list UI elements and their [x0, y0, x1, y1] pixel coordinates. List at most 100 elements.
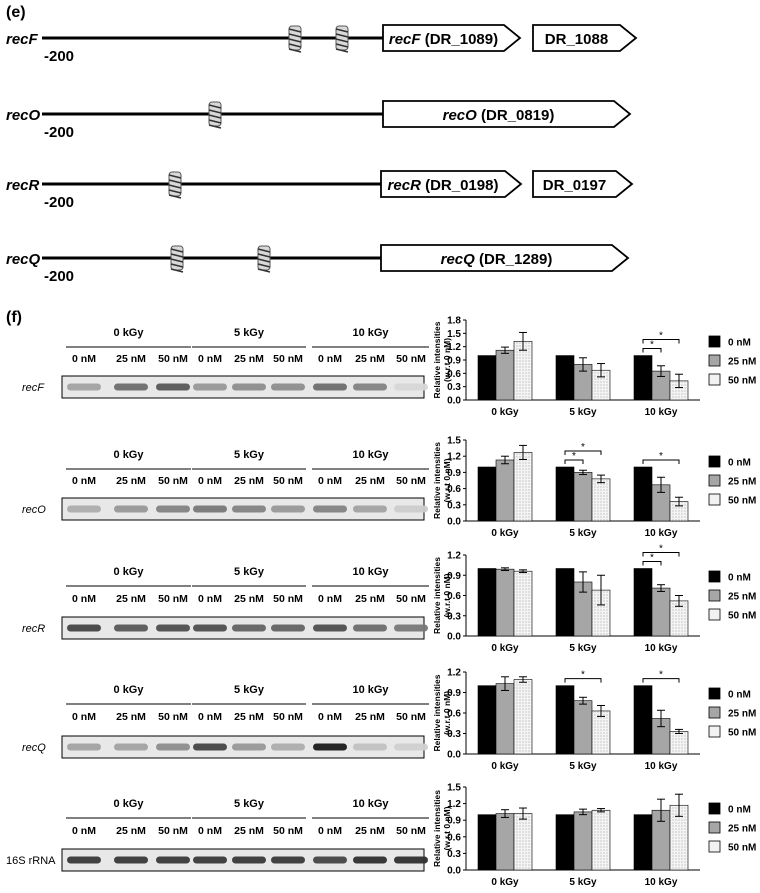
binding-site-icon — [170, 245, 184, 273]
binding-site-stripe — [335, 33, 349, 38]
concentration-label: 25 nM — [234, 593, 264, 605]
y-tick-label: 0.9 — [447, 816, 461, 827]
dose-label: 10 kGy — [352, 798, 389, 810]
binding-site-stripe — [170, 263, 184, 268]
concentration-label: 50 nM — [396, 825, 426, 837]
concentration-label: 25 nM — [116, 825, 146, 837]
significance-bracket — [564, 678, 602, 683]
y-tick-label: 0.3 — [447, 382, 461, 393]
legend-label: 50 nM — [728, 611, 756, 622]
concentration-label: 0 nM — [72, 825, 96, 837]
gene-arrow-box — [532, 170, 634, 198]
concentration-label: 25 nM — [234, 711, 264, 723]
bar — [633, 814, 653, 871]
legend-swatch — [708, 354, 721, 367]
dose-label: 10 kGy — [352, 566, 389, 578]
gene-symbol: recF — [389, 31, 422, 48]
gene-arrow-label: recF (DR_1089) — [389, 31, 498, 48]
blot-band — [353, 383, 387, 391]
legend-label: 0 nM — [728, 690, 751, 701]
blot-band — [271, 505, 305, 513]
binding-site-stripe — [335, 38, 349, 43]
y-tick-label: 0.3 — [447, 849, 461, 860]
blot-band — [232, 505, 266, 513]
x-category-label: 0 kGy — [491, 643, 519, 654]
y-axis-label: Relative intensities(w.r.t 0 nM) — [432, 557, 452, 634]
significance-star: * — [659, 451, 663, 462]
bar — [555, 685, 575, 755]
blot-band — [353, 743, 387, 751]
concentration-label: 50 nM — [158, 825, 188, 837]
legend-label: 0 nM — [728, 573, 751, 584]
binding-site-icon — [288, 25, 302, 53]
legend-swatch — [708, 455, 721, 468]
x-category-label: 0 kGy — [491, 407, 519, 418]
dose-label: 0 kGy — [114, 566, 145, 578]
binding-site-stripe — [335, 43, 349, 48]
blot-band — [232, 856, 266, 864]
y-tick-label: 1.5 — [447, 436, 461, 447]
blot-band — [114, 383, 148, 391]
dose-label: 0 kGy — [114, 798, 145, 810]
gene-name-label: recR — [6, 177, 40, 194]
binding-site-icon — [208, 101, 222, 129]
y-axis-label-line2: (w.r.t 0 nM) — [442, 573, 452, 617]
y-axis-label-line1: Relative intensities — [432, 790, 442, 867]
y-tick-label: 0.3 — [447, 729, 461, 740]
gene-locus-id: (DR_0198) — [421, 177, 499, 194]
blot-band — [232, 624, 266, 632]
bar — [495, 349, 515, 401]
legend-label: 50 nM — [728, 376, 756, 387]
blot-band — [353, 856, 387, 864]
blot-band — [271, 624, 305, 632]
bar — [591, 710, 611, 755]
blot-band — [313, 856, 347, 864]
binding-site-stripe — [288, 43, 302, 48]
concentration-label: 0 nM — [72, 353, 96, 365]
gene-arrow-label: DR_0197 — [543, 177, 606, 194]
blot-band — [67, 856, 101, 864]
binding-site-stripe — [208, 109, 222, 114]
binding-site-stripe — [168, 174, 182, 179]
y-tick-label: 0.6 — [447, 484, 461, 495]
y-axis-label: Relative intensities(w.r.t 0 nM) — [432, 790, 452, 867]
dose-label: 10 kGy — [352, 449, 389, 461]
significance-bracket — [564, 459, 584, 464]
y-tick-label: 0.0 — [447, 517, 461, 528]
concentration-label: 50 nM — [396, 475, 426, 487]
y-tick-label: 0.3 — [447, 500, 461, 511]
binding-site-stripe — [168, 184, 182, 189]
bar — [477, 568, 497, 637]
dose-label: 0 kGy — [114, 327, 145, 339]
y-tick-label: 1.8 — [447, 316, 461, 327]
y-tick-label: 1.2 — [447, 668, 461, 679]
gene-locus-id: (DR_1289) — [475, 251, 553, 268]
blot-band — [193, 624, 227, 632]
legend-swatch — [708, 335, 721, 348]
binding-site-stripe — [168, 179, 182, 184]
bar — [573, 472, 593, 522]
blot-band — [156, 624, 190, 632]
gene-locus-id: DR_0197 — [543, 177, 606, 194]
bar — [513, 570, 533, 637]
y-tick-label: 1.5 — [447, 329, 461, 340]
dose-label: 0 kGy — [114, 684, 145, 696]
concentration-label: 50 nM — [158, 593, 188, 605]
y-tick-label: 0.0 — [447, 632, 461, 643]
blot-gene-label: recF — [22, 382, 45, 394]
concentration-label: 25 nM — [355, 593, 385, 605]
bar — [513, 679, 533, 755]
dose-label: 10 kGy — [352, 684, 389, 696]
y-axis-label: Relative intensities(w.r.t 0 nM) — [432, 674, 452, 751]
blot-band — [67, 743, 101, 751]
gene-name-label: recQ — [6, 251, 41, 268]
blot-band — [271, 743, 305, 751]
gene-arrow-box — [380, 244, 630, 272]
blot-band — [114, 505, 148, 513]
legend-swatch — [708, 373, 721, 386]
y-axis-label-line2: (w.r.t 0 nM) — [442, 691, 452, 735]
